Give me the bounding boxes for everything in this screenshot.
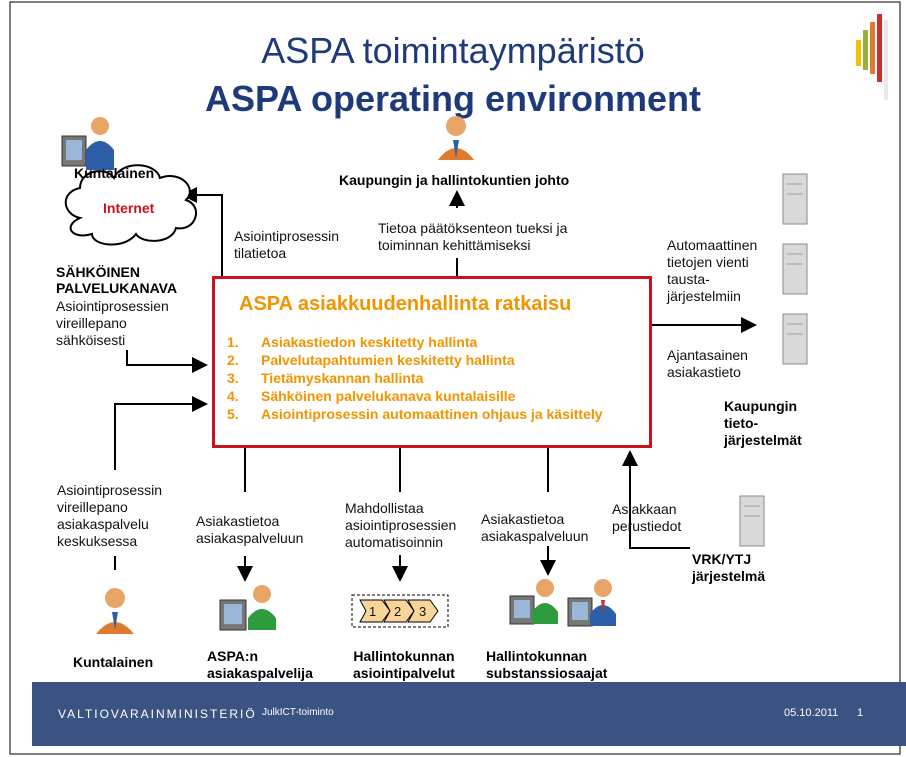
arrow-service-center-to-box: [114, 396, 208, 470]
arrow-vrk-to-box: [622, 450, 690, 549]
substance-experts-label: Hallintokunnan substanssiosaajat: [486, 648, 608, 681]
footer-bar: VALTIOVARAINMINISTERIÖ JulkICT-toiminto …: [32, 682, 906, 746]
process-step-1: [359, 599, 391, 623]
list-item: 1.Asiakastiedon keskitetty hallinta: [227, 334, 478, 350]
list-item: 4.Sähköinen palvelukanava kuntalaisille: [227, 388, 516, 404]
process-step-3-label: 3: [419, 604, 427, 619]
management-label: Kaupungin ja hallintokuntien johto: [339, 172, 570, 188]
electronic-channel-desc: Asiointiprosessien vireillepano sähköise…: [56, 298, 169, 348]
citizen-top-label: Kuntalainen: [74, 165, 155, 181]
city-systems-label: Kaupungin tieto- järjestelmät: [724, 398, 802, 448]
citizen-bottom-label: Kuntalainen: [73, 654, 154, 670]
title-english: ASPA operating environment: [204, 78, 702, 119]
aspa-solution-list: 1.Asiakastiedon keskitetty hallinta 2.Pa…: [227, 333, 603, 423]
decision-info-label: Tietoa päätöksenteon tueksi ja toiminnan…: [378, 220, 568, 253]
footer-organization: VALTIOVARAINMINISTERIÖ: [58, 707, 257, 721]
internet-label: Internet: [103, 200, 155, 216]
cs-desc: Asiakastietoa asiakaspalveluun: [196, 513, 304, 546]
arrow-status-to-cloud: [181, 187, 223, 276]
process-step-1-label: 1: [369, 604, 377, 619]
process-status-label: Asiointiprosessin tilatietoa: [234, 228, 340, 261]
aspa-solution-box: ASPA asiakkuudenhallinta ratkaisu 1.Asia…: [212, 276, 652, 448]
vrk-ytj-label: VRK/YTJ järjestelmä: [692, 551, 766, 584]
automation-desc: Mahdollistaa asiointiprosessien automati…: [345, 500, 457, 550]
title-finnish: ASPA toimintaympäristö: [261, 30, 645, 71]
service-center-desc: Asiointiprosessin vireillepano asiakaspa…: [57, 482, 163, 549]
list-item: 2.Palvelutapahtumien keskitetty hallinta: [227, 352, 515, 368]
substance-desc: Asiakastietoa asiakaspalveluun: [481, 511, 589, 544]
list-item: 3.Tietämyskannan hallinta: [227, 370, 424, 386]
electronic-channel-label: SÄHKÖINEN PALVELUKANAVA: [56, 264, 178, 296]
customer-servant-label: ASPA:n asiakaspalvelija: [207, 648, 313, 681]
list-item: 5.Asiointiprosessin automaattinen ohjaus…: [227, 406, 603, 422]
process-step-2: [383, 599, 415, 623]
process-step-3: [407, 599, 439, 623]
footer-date: 05.10.2011: [784, 707, 839, 719]
admin-services-label: Hallintokunnan asiointipalvelut: [353, 648, 455, 681]
footer-project: JulkICT-toiminto: [262, 707, 334, 718]
footer-page-number: 1: [857, 707, 864, 719]
current-customer-data-label: Ajantasainen asiakastieto: [667, 347, 748, 380]
process-step-2-label: 2: [394, 604, 402, 619]
auto-export-label: Automaattinen tietojen vienti tausta- jä…: [667, 237, 758, 304]
basic-info-desc: Asiakkaan perustiedot: [612, 501, 682, 534]
aspa-solution-title: ASPA asiakkuudenhallinta ratkaisu: [239, 293, 572, 315]
arrow-channel-to-box: [126, 350, 208, 373]
